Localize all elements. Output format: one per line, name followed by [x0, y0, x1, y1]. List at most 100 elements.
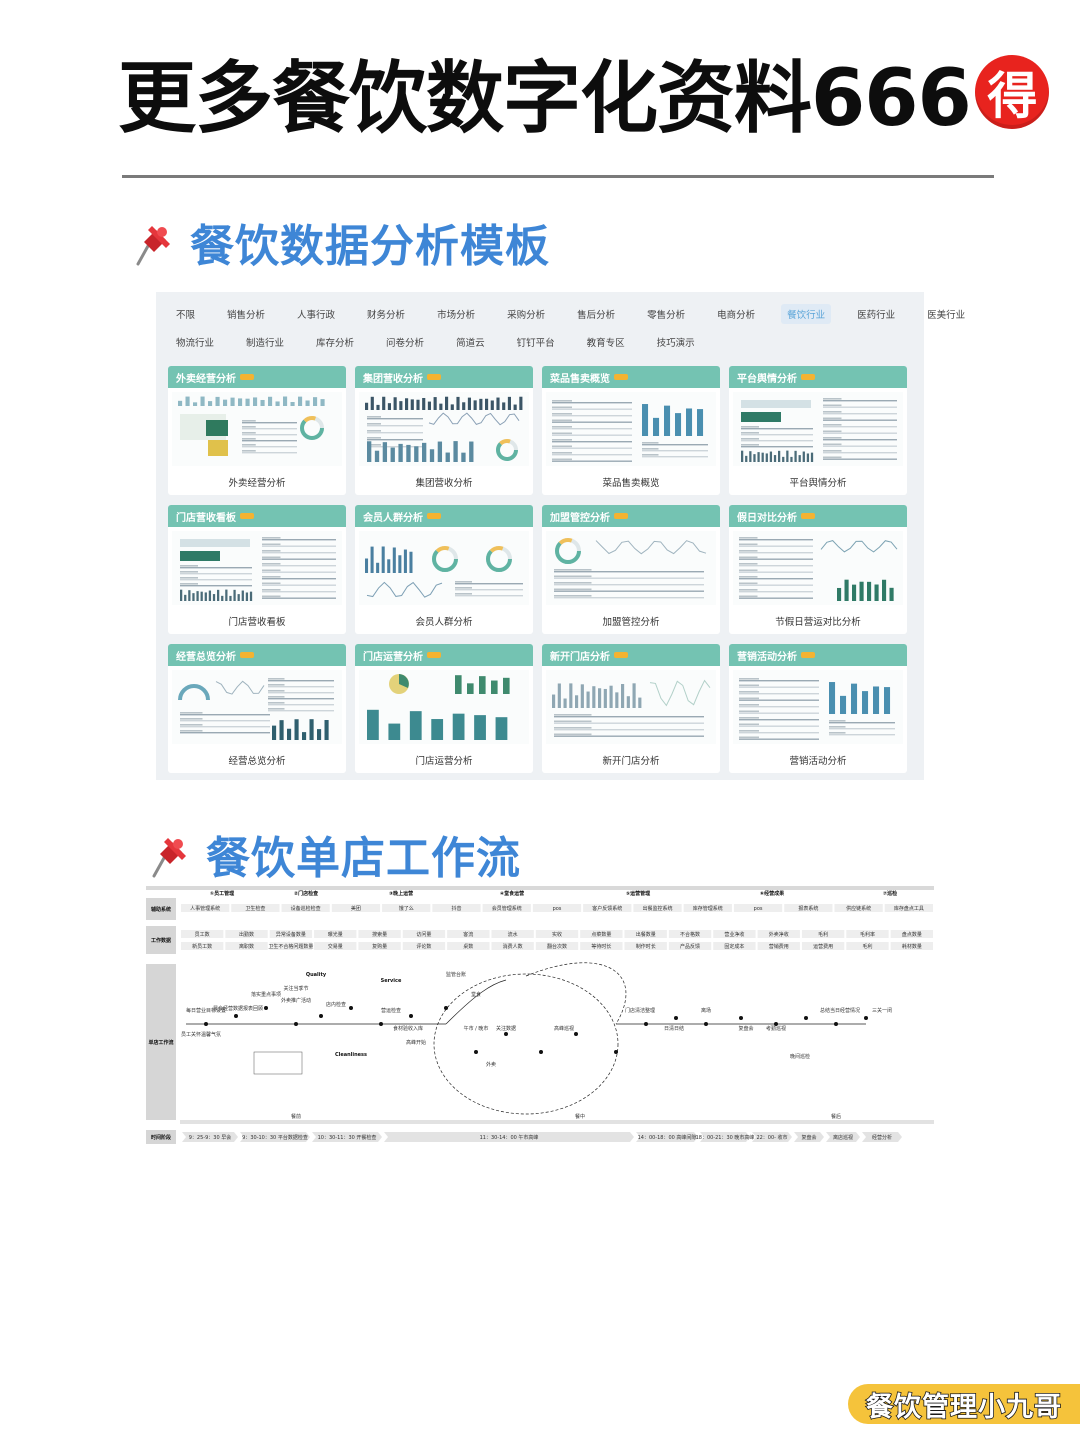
workflow-cell — [535, 930, 579, 938]
time-stage-chevron — [384, 1132, 634, 1142]
workflow-cell — [624, 942, 667, 950]
section-heading-analysis: 餐饮数据分析模板 — [126, 210, 550, 274]
card-header: 新开门店分析 — [542, 644, 720, 666]
template-card[interactable]: 菜品售卖概览菜品售卖概览 — [542, 366, 720, 495]
template-card[interactable]: 门店营收看板门店营收看板 — [168, 505, 346, 634]
filter-chip[interactable]: 市场分析 — [437, 310, 476, 321]
workflow-cell-label: 点菜数量 — [591, 931, 611, 938]
phase-label: ⑤运营管理 — [626, 890, 650, 897]
workflow-cell-label: 出餐数量 — [636, 931, 656, 938]
template-card[interactable]: 加盟管控分析加盟管控分析 — [542, 505, 720, 634]
filter-chip[interactable]: 不限 — [176, 310, 196, 321]
template-card[interactable]: 营销活动分析营销活动分析 — [729, 644, 907, 773]
workflow-cell — [402, 930, 446, 938]
template-card[interactable]: 门店运营分析门店运营分析 — [355, 644, 533, 773]
filter-chip[interactable]: 物流行业 — [176, 338, 215, 349]
workflow-cell-label: 供应链系统 — [846, 905, 871, 912]
filter-chip[interactable]: 教育专区 — [586, 338, 625, 349]
filter-chip[interactable]: 问卷分析 — [386, 338, 425, 349]
filter-chip[interactable]: 餐饮行业 — [781, 304, 832, 324]
card-header: 营销活动分析 — [729, 644, 907, 666]
card-caption: 门店运营分析 — [415, 756, 473, 767]
card-title: 平台舆情分析 — [737, 373, 797, 385]
card-header: 集团营收分析 — [355, 366, 533, 388]
filter-chip[interactable]: 电商分析 — [717, 310, 756, 321]
filter-chip[interactable]: 销售分析 — [227, 310, 266, 321]
template-card[interactable]: 集团营收分析集团营收分析 — [355, 366, 533, 495]
workflow-cell — [583, 904, 632, 912]
template-card[interactable]: 经营总览分析经营总览分析 — [168, 644, 346, 773]
flow-label: 关注当季节 — [283, 985, 308, 992]
filter-chip[interactable]: 财务分析 — [367, 310, 406, 321]
filter-chip[interactable]: 医美行业 — [927, 310, 966, 321]
card-title: 加盟管控分析 — [550, 512, 610, 524]
donut-thumb — [359, 531, 529, 605]
workflow-cell — [846, 942, 889, 950]
line-thumb — [546, 531, 716, 605]
filter-chip[interactable]: 医药行业 — [857, 310, 896, 321]
workflow-cell-label: 曝光量 — [328, 931, 343, 938]
flow-node — [834, 1022, 838, 1026]
template-card[interactable]: 会员人群分析会员人群分析 — [355, 505, 533, 634]
workflow-cell-label: pos — [553, 906, 562, 912]
filter-chip[interactable]: 钉钉平台 — [516, 338, 555, 349]
filter-chip[interactable]: 售后分析 — [577, 310, 616, 321]
flow-label: 监管台账 — [446, 971, 466, 978]
workflow-cell — [801, 930, 845, 938]
time-stage-chevron — [862, 1132, 902, 1142]
free-tag-icon — [427, 513, 441, 519]
flow-label: 三关一闭 — [872, 1007, 892, 1014]
workflow-cell — [890, 930, 933, 938]
filter-chip[interactable]: 简道云 — [456, 338, 485, 349]
flow-node — [264, 1006, 268, 1010]
template-card[interactable]: 新开门店分析新开门店分析 — [542, 644, 720, 773]
flow-node — [539, 1050, 543, 1054]
card-header: 门店营收看板 — [168, 505, 346, 527]
flow-label: 晚间巡检 — [790, 1053, 810, 1060]
workflow-cell — [713, 942, 756, 950]
workflow-cell — [447, 930, 490, 938]
template-card[interactable]: 假日对比分析节假日营运对比分析 — [729, 505, 907, 634]
time-stage-label: 复盘会 — [801, 1134, 816, 1141]
filter-chip[interactable]: 技巧演示 — [656, 338, 695, 349]
flow-label: 高峰开始 — [406, 1039, 426, 1046]
time-stage-label: 22：00- 收市 — [756, 1134, 787, 1141]
filter-chip[interactable]: 库存分析 — [316, 338, 355, 349]
template-card[interactable]: 平台舆情分析平台舆情分析 — [729, 366, 907, 495]
time-stage-label: 经营分析 — [872, 1134, 892, 1141]
flow-label: 复盘会 — [738, 1025, 753, 1032]
workflow-cell — [846, 930, 889, 938]
filter-chip[interactable]: 制造行业 — [246, 338, 285, 349]
card-caption: 门店营收看板 — [228, 617, 286, 628]
row-label: 单店工作流 — [148, 1039, 173, 1046]
template-card[interactable]: 外卖经营分析外卖经营分析 — [168, 366, 346, 495]
filter-chip[interactable]: 采购分析 — [507, 310, 546, 321]
row-label-bg — [146, 898, 176, 920]
workflow-cell — [834, 904, 883, 912]
filter-chip[interactable]: 人事行政 — [297, 310, 336, 321]
workflow-cell-label: 新员工数 — [192, 943, 212, 950]
workflow-cell — [491, 930, 534, 938]
flow-label: 晨会经营数据报表回顾 — [213, 1005, 263, 1012]
title-divider — [122, 175, 994, 178]
phase-label: ④堂食运营 — [500, 890, 524, 897]
card-title: 会员人群分析 — [363, 512, 423, 524]
workflow-cell-label: 卫生检查 — [245, 905, 265, 912]
filter-chip[interactable]: 零售分析 — [647, 310, 686, 321]
template-card-grid: 外卖经营分析外卖经营分析集团营收分析集团营收分析菜品售卖概览菜品售卖概览平台舆情… — [168, 366, 912, 773]
workflow-cell-label: 复购量 — [372, 943, 387, 950]
workflow-cell-label: 异常设备数量 — [276, 931, 306, 938]
card-title: 假日对比分析 — [737, 512, 797, 524]
flow-node — [739, 1016, 743, 1020]
flow-label: Service — [381, 978, 402, 984]
time-stage-chevron — [182, 1132, 238, 1142]
note-box — [253, 1051, 303, 1075]
workflow-cell — [269, 942, 313, 950]
workflow-cell-label: 美团 — [351, 905, 361, 912]
brand-text: 餐饮管理小九哥 — [865, 1391, 1062, 1424]
card-caption: 外卖经营分析 — [228, 478, 286, 489]
card-caption: 节假日营运对比分析 — [775, 617, 861, 628]
